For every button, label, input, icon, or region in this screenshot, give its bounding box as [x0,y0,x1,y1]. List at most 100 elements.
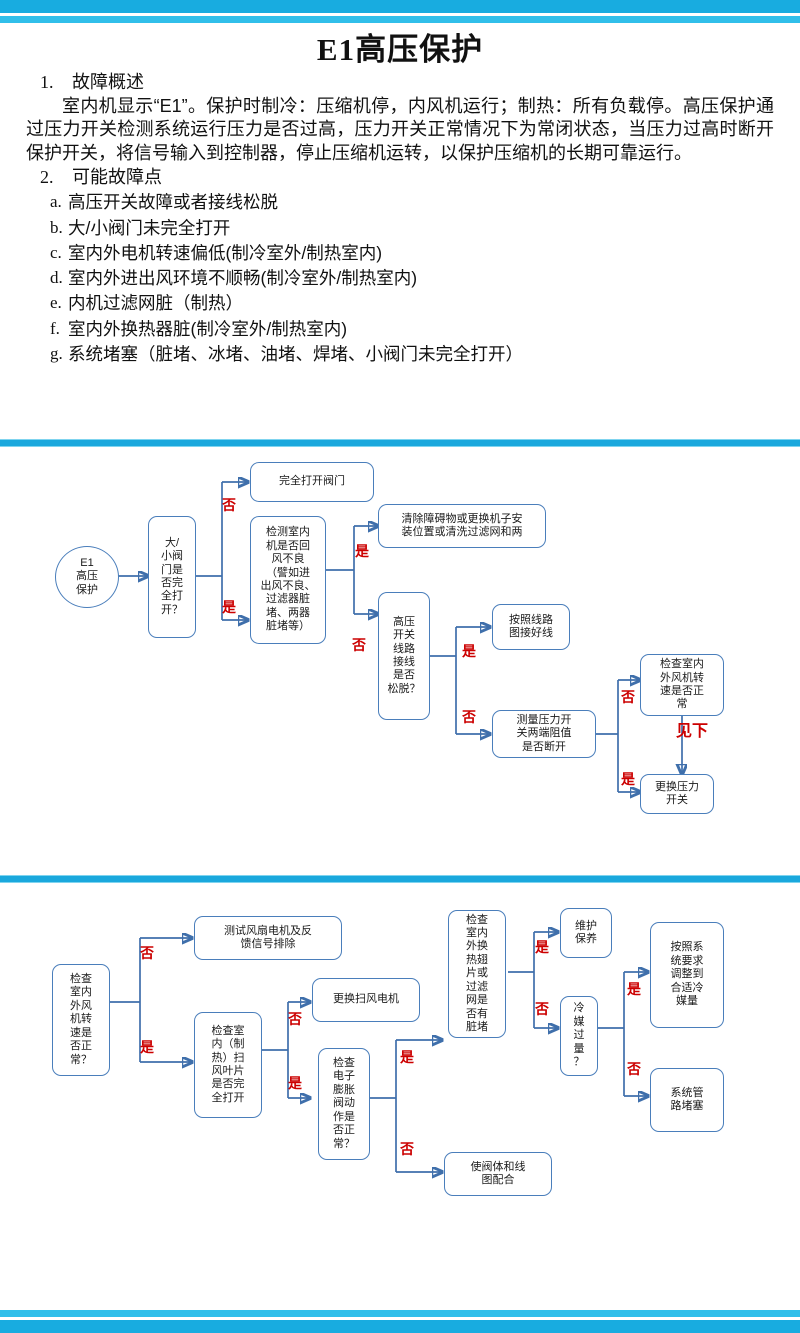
node-label: 检查室内外换热翅片或过滤网是否有脏堵 [466,913,488,1033]
node-system-pipe-blocked[interactable]: 系统管路堵塞 [650,1068,724,1132]
bottom-bar-gap [0,1317,800,1320]
node-test-fan-motor-feedback[interactable]: 测试风扇电机及反馈信号排除 [194,916,342,960]
page-title: E1高压保护 [316,32,484,67]
list-item-marker: g. [50,343,63,363]
branch-label-no: 否 [352,637,366,653]
node-label: 高压开关线路接线是否松脱？ [387,615,421,695]
bottom-bar-thin [0,1310,800,1317]
branch-label-yes: 是 [140,1039,154,1055]
node-adjust-refrigerant-charge[interactable]: 按照系统要求调整到合适冷媒量 [650,922,724,1028]
list-item-marker: d. [50,268,63,288]
branch-label-no: 否 [222,497,236,513]
node-label: 测试风扇电机及反馈信号排除 [224,924,312,950]
branch-label-no: 否 [140,945,154,961]
top-bar-thin [0,16,800,23]
node-match-valve-body-coil[interactable]: 使阀体和线图配合 [444,1152,552,1196]
list-item: g. 系统堵塞（脏堵、冰堵、油堵、焊堵、小阀门未完全打开） [26,343,774,366]
node-label: 冷媒过量？ [573,1002,585,1069]
node-label: 清除障碍物或更换机子安装位置或清洗过滤网和两 [401,512,523,538]
node-measure-switch-resistance[interactable]: 测量压力开关两端阻值是否断开 [492,710,596,758]
list-item: f. 室内外换热器脏(制冷室外/制热室内) [26,318,774,341]
branch-label-yes: 是 [288,1075,302,1091]
branch-label-see-below: 见下 [676,723,709,740]
branch-label-no: 否 [627,1061,641,1077]
overview-paragraph: 室内机显示“E1”。保护时制冷：压缩机停，内风机运行；制热：所有负载停。高压保护… [26,96,774,163]
section-1-marker: 1. [40,72,54,92]
node-open-valve-fully[interactable]: 完全打开阀门 [250,462,374,502]
branch-label-yes: 是 [400,1049,414,1065]
branch-label-no: 否 [535,1001,549,1017]
node-check-swing-blade-open[interactable]: 检查室内（制热）扫风叶片是否完全打开 [194,1012,262,1118]
list-item-marker: f. [50,318,60,338]
node-valve-fully-open[interactable]: 大/小阀门是否完全打开？ [148,516,196,638]
node-check-fins-or-filter-dirty[interactable]: 检查室内外换热翅片或过滤网是否有脏堵 [448,910,506,1038]
fault-point-list: a. 高压开关故障或者接线松脱 b. 大/小阀门未完全打开 c. 室内外电机转速… [26,191,774,366]
flowchart-2-connectors [110,890,800,1310]
node-label: 完全打开阀门 [279,475,345,488]
node-switch-wiring-loose[interactable]: 高压开关线路接线是否松脱？ [378,592,430,720]
branch-label-yes: 是 [621,771,635,787]
node-check-fan-speed-normal[interactable]: 检查室内外风机转速是否正常？ [52,964,110,1076]
branch-label-no: 否 [288,1011,302,1027]
node-label: 按照线路图接好线 [509,613,553,639]
node-replace-pressure-switch[interactable]: 更换压力开关 [640,774,714,814]
top-bar-thick [0,0,800,13]
node-label: 大/小阀门是否完全打开？ [161,536,183,616]
list-item-marker: c. [50,242,62,262]
node-label: 系统管路堵塞 [670,1086,704,1112]
node-check-indoor-return-air[interactable]: 检测室内机是否回风不良（譬如进出风不良、过滤器脏堵、两器脏堵等） [250,516,326,644]
section-divider-2 [0,876,800,882]
section-1-label: 故障概述 [72,72,144,92]
node-label: 检查室内（制热）扫风叶片是否完全打开 [211,1024,245,1104]
node-maintenance[interactable]: 维护保养 [560,908,612,958]
top-accent-bars [0,0,800,23]
list-item-label: 室内外进出风环境不顺畅(制冷室外/制热室内) [68,268,418,289]
node-clear-obstacle-clean-filter[interactable]: 清除障碍物或更换机子安装位置或清洗过滤网和两 [378,504,546,548]
node-label: 检查电子膨胀阀动作是否正常？ [333,1057,355,1150]
list-item-label: 大/小阀门未完全打开 [68,217,231,238]
node-label: 维护保养 [575,919,597,945]
flowchart-2: 检查室内外风机转速是否正常？ 测试风扇电机及反馈信号排除 检查室内（制热）扫风叶… [0,890,800,1310]
node-check-eev-action[interactable]: 检查电子膨胀阀动作是否正常？ [318,1048,370,1160]
section-heading-2: 2. 可能故障点 [26,166,774,189]
list-item: a. 高压开关故障或者接线松脱 [26,191,774,214]
node-refrigerant-excess[interactable]: 冷媒过量？ [560,996,598,1076]
top-bar-gap [0,13,800,16]
node-label: 按照系统要求调整到合适冷媒量 [670,941,704,1008]
list-item: e. 内机过滤网脏（制热） [26,292,774,315]
list-item-label: 内机过滤网脏（制热） [68,293,243,314]
bottom-bar-thick [0,1320,800,1333]
list-item: c. 室内外电机转速偏低(制冷室外/制热室内) [26,242,774,265]
node-label: 更换压力开关 [655,780,699,806]
list-item-marker: e. [50,293,62,313]
node-rewire-per-diagram[interactable]: 按照线路图接好线 [492,604,570,650]
section-heading-1: 1. 故障概述 [26,71,774,94]
section-2-marker: 2. [40,167,54,188]
section-2-label: 可能故障点 [72,167,162,188]
branch-label-yes: 是 [222,599,236,615]
list-item-label: 高压开关故障或者接线松脱 [68,192,278,213]
list-item-label: 室内外电机转速偏低(制冷室外/制热室内) [68,242,383,263]
text-content: E1高压保护 1. 故障概述 室内机显示“E1”。保护时制冷：压缩机停，内风机运… [0,24,800,366]
node-label: 检查室内外风机转速是否正常？ [70,973,92,1066]
list-item-marker: b. [50,217,63,237]
branch-label-yes: 是 [355,543,369,559]
node-label: 测量压力开关两端阻值是否断开 [516,713,572,753]
node-label: 更换扫风电机 [333,993,399,1006]
branch-label-no: 否 [462,709,476,725]
node-replace-swing-motor[interactable]: 更换扫风电机 [312,978,420,1022]
section-divider-1 [0,440,800,446]
node-label: 检测室内机是否回风不良（譬如进出风不良、过滤器脏堵、两器脏堵等） [260,526,316,633]
list-item: d. 室内外进出风环境不顺畅(制冷室外/制热室内) [26,267,774,290]
list-item-label: 系统堵塞（脏堵、冰堵、油堵、焊堵、小阀门未完全打开） [68,343,523,364]
node-label: 使阀体和线图配合 [470,1160,526,1186]
list-item-label: 室内外换热器脏(制冷室外/制热室内) [68,318,348,339]
branch-label-no: 否 [400,1141,414,1157]
node-check-indoor-outdoor-fan-speed[interactable]: 检查室内外风机转速是否正常 [640,654,724,716]
branch-label-no: 否 [621,689,635,705]
bottom-accent-bars [0,1310,800,1333]
